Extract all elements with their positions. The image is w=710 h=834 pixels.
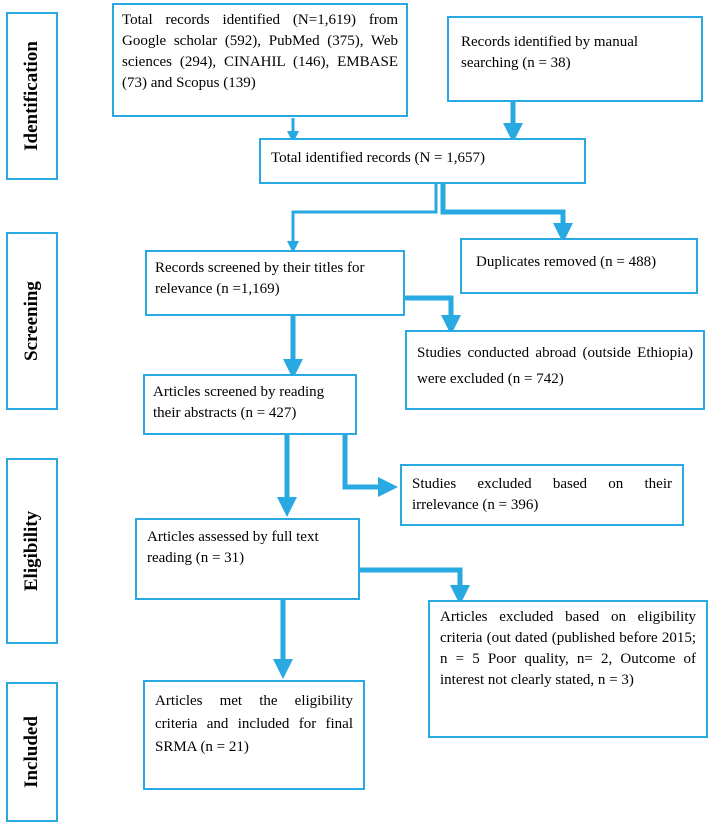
box-fulltext-assessed: Articles assessed by full text reading (… xyxy=(135,518,360,600)
phase-screening: Screening xyxy=(6,232,58,410)
box-eligibility-excluded: Articles excluded based on eligibility c… xyxy=(428,600,708,738)
phase-included: Included xyxy=(6,682,58,822)
box-manual-records-text: Records identified by manual searching (… xyxy=(461,34,639,71)
arrow-fulltext-to-excluded xyxy=(360,567,470,605)
box-title-screened-text: Records screened by their titles for rel… xyxy=(155,260,365,297)
box-abroad-excluded: Studies conducted abroad (outside Ethiop… xyxy=(405,330,705,410)
box-abstract-screened: Articles screened by reading their abstr… xyxy=(143,374,357,435)
phase-eligibility-label: Eligibility xyxy=(21,510,42,592)
box-duplicates-removed-text: Duplicates removed (n = 488) xyxy=(476,254,657,270)
phase-screening-label: Screening xyxy=(21,281,42,361)
box-total-identified-text: Total identified records (N = 1,657) xyxy=(271,150,486,166)
phase-included-label: Included xyxy=(21,716,42,788)
box-abstract-screened-text: Articles screened by reading their abstr… xyxy=(153,384,325,421)
box-irrelevance-excluded: Studies excluded based on their irreleva… xyxy=(400,464,684,526)
box-total-identified: Total identified records (N = 1,657) xyxy=(259,138,586,184)
box-database-records: Total records identified (N=1,619) from … xyxy=(112,3,408,117)
arrow-total-to-duplicates xyxy=(440,184,573,243)
box-title-screened: Records screened by their titles for rel… xyxy=(145,250,405,316)
arrow-total-to-screened xyxy=(287,184,438,253)
arrow-abstract-to-irrelevance xyxy=(342,435,398,497)
box-duplicates-removed: Duplicates removed (n = 488) xyxy=(460,238,698,294)
box-irrelevance-excluded-text: Studies excluded based on their irreleva… xyxy=(412,476,672,513)
phase-eligibility: Eligibility xyxy=(6,458,58,644)
box-abroad-excluded-text: Studies conducted abroad (outside Ethiop… xyxy=(417,345,693,387)
box-database-records-text: Total records identified (N=1,619) from … xyxy=(122,12,398,91)
arrow-screened-to-abroad xyxy=(405,295,461,335)
box-fulltext-assessed-text: Articles assessed by full text reading (… xyxy=(147,529,319,566)
box-eligibility-excluded-text: Articles excluded based on eligibility c… xyxy=(440,609,696,688)
box-manual-records: Records identified by manual searching (… xyxy=(447,16,703,102)
phase-identification: Identification xyxy=(6,12,58,180)
box-included-final-text: Articles met the eligibility criteria an… xyxy=(155,693,353,755)
phase-identification-label: Identification xyxy=(21,41,42,151)
box-included-final: Articles met the eligibility criteria an… xyxy=(143,680,365,790)
